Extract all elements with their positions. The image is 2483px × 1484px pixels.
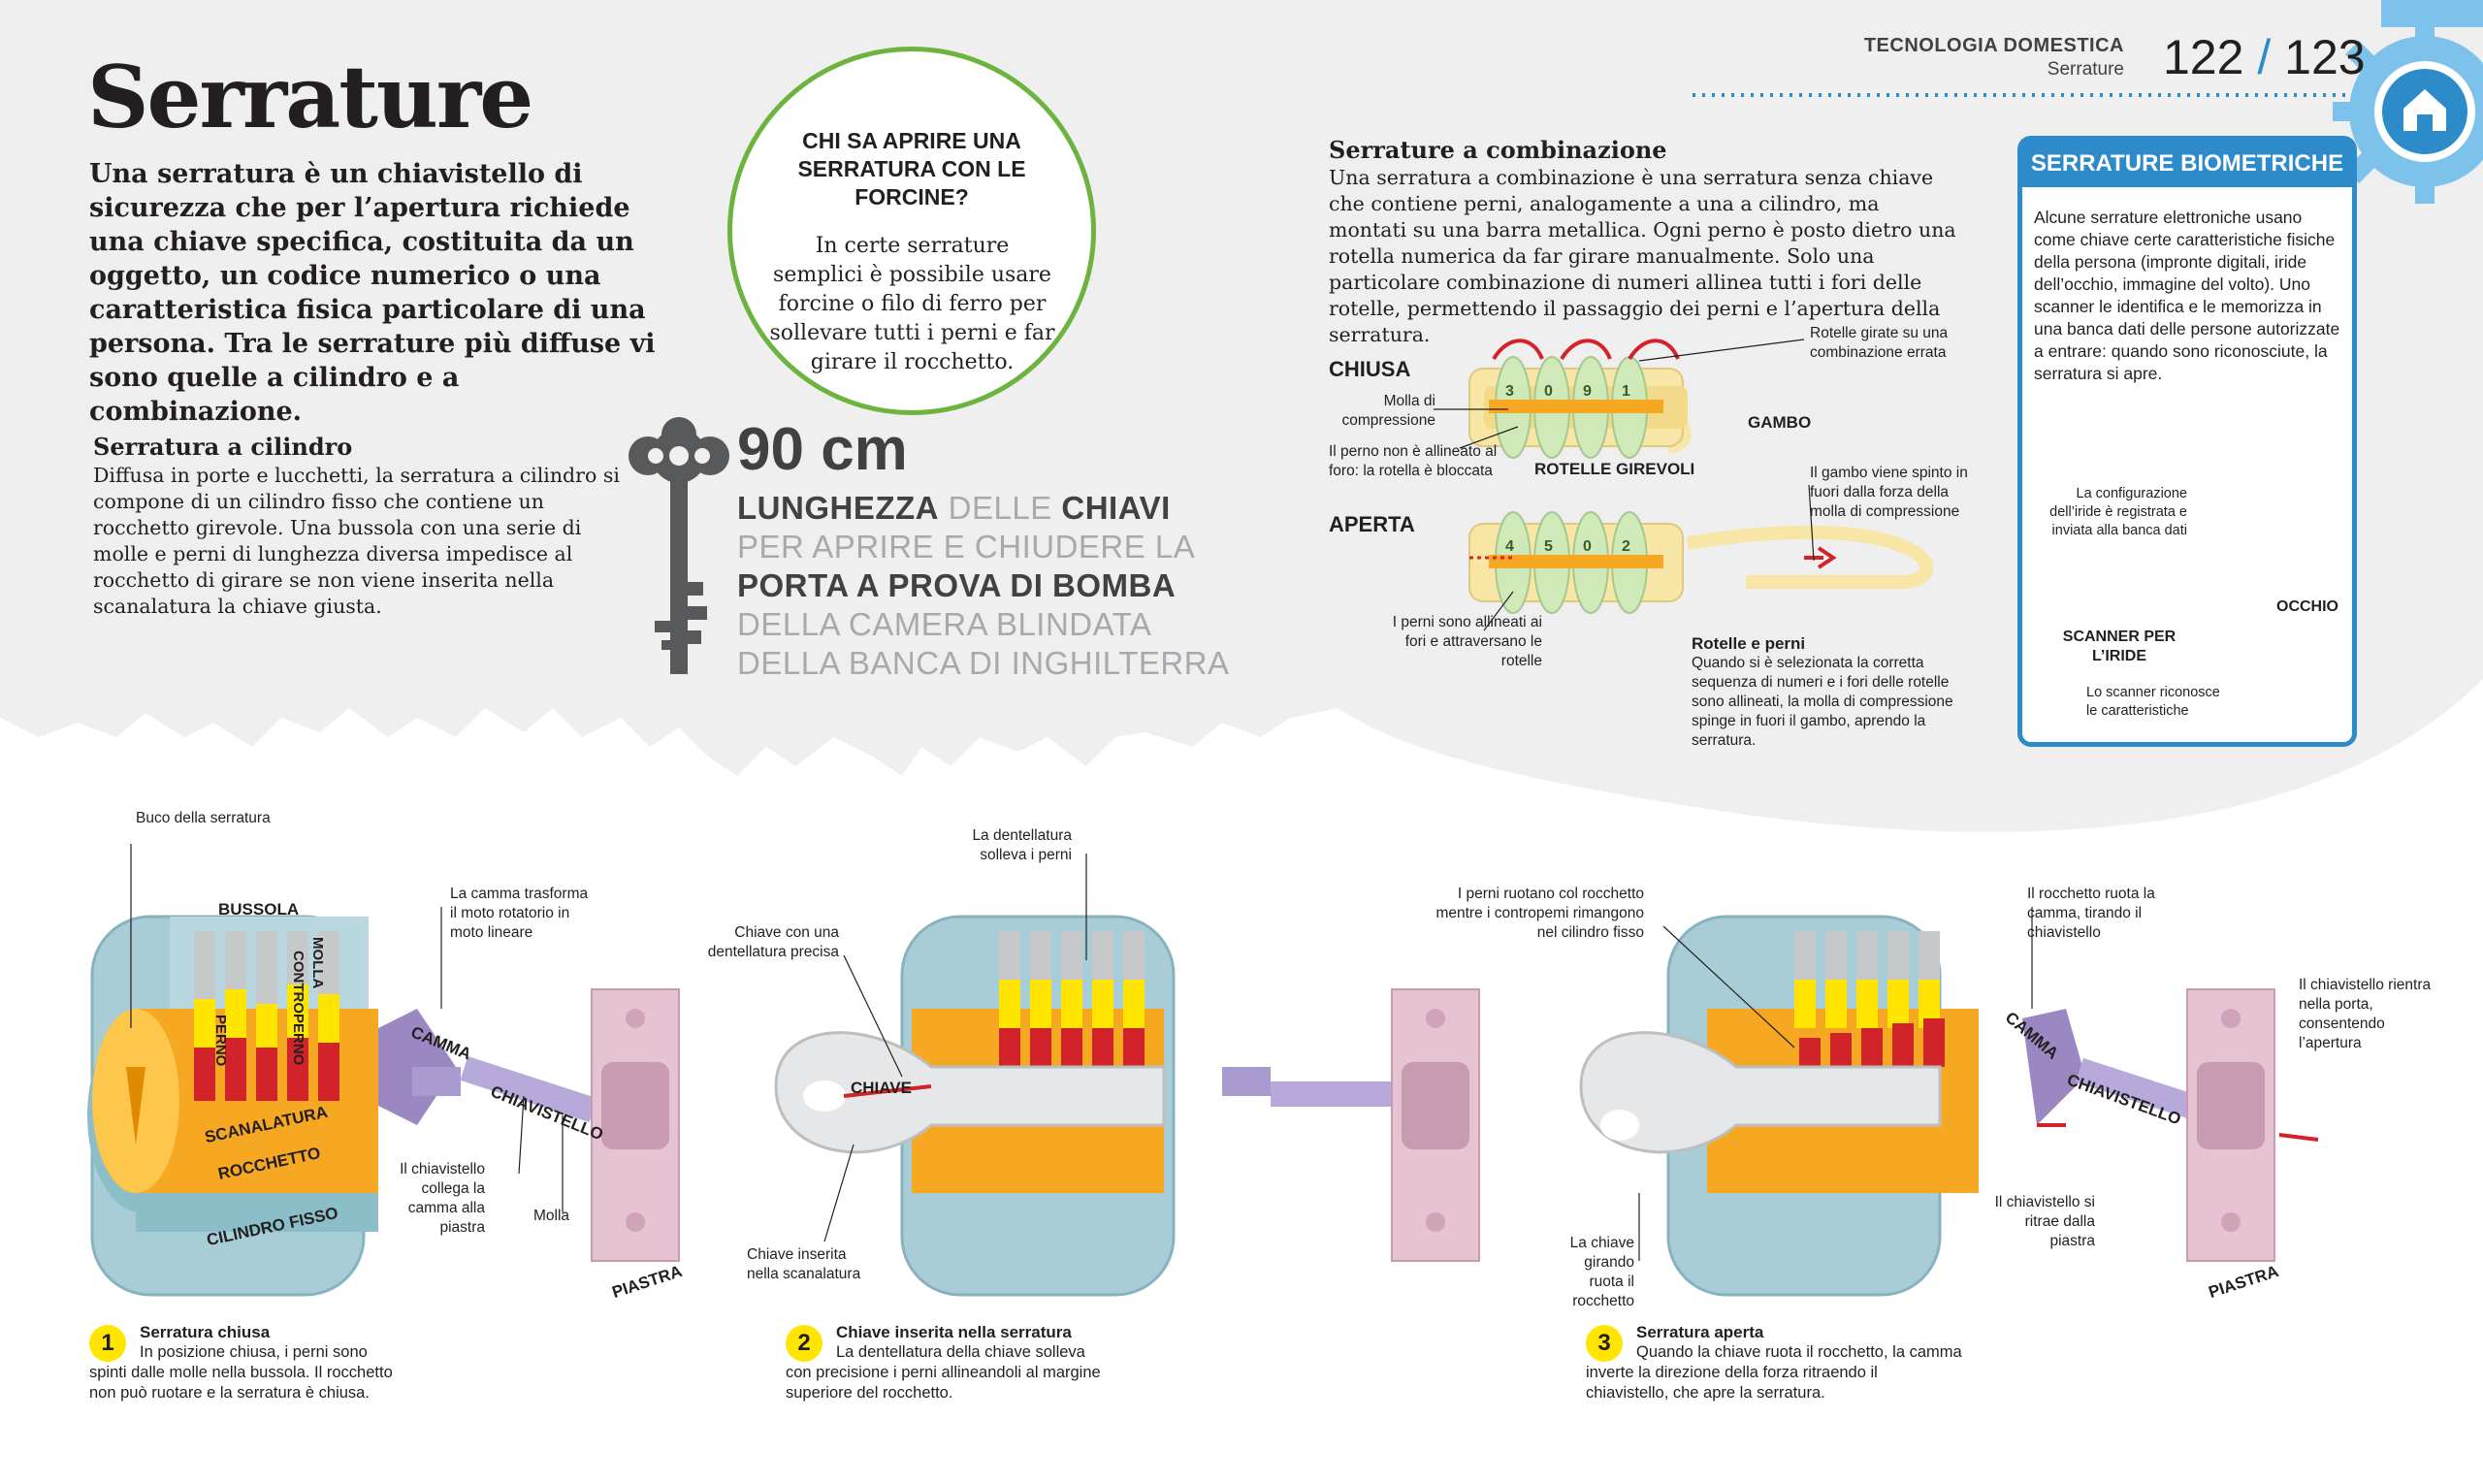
- dial-number: 0: [1544, 383, 1553, 400]
- page-numbers: 122 / 123: [2163, 29, 2366, 85]
- keyhole-label: Buco della serratura: [136, 810, 271, 826]
- caption-2: Chiave inserita nella serratura La dente…: [786, 1323, 1115, 1403]
- camma-note: La camma trasforma il moto rotatorio in …: [450, 886, 589, 941]
- chiavistello-note: Il chiavistello collega la camma alla pi…: [400, 1161, 485, 1236]
- wheels-pins-heading: Rotelle e perni: [1692, 634, 1806, 653]
- closed-label: CHIUSA: [1329, 357, 1411, 381]
- key-turning-note: La chiave girando ruota il rocchetto: [1569, 1235, 1634, 1309]
- stat-line-2: PER APRIRE E CHIUDERE LA: [737, 529, 1196, 565]
- open-label: APERTA: [1329, 512, 1415, 536]
- stat-line-4: DELLA CAMERA BLINDATA: [737, 606, 1152, 642]
- stat-description: LUNGHEZZA DELLE CHIAVI PER APRIRE E CHIU…: [737, 489, 1242, 683]
- section-name: TECNOLOGIA DOMESTICA: [1863, 35, 2124, 56]
- aligned-label: I perni sono allineati ai fori e attrave…: [1392, 614, 1542, 669]
- spring-label: Molla di compressione: [1341, 393, 1436, 429]
- intro-paragraph: Una serratura è un chiavistello di sicur…: [89, 159, 656, 427]
- cylinder-text: Diffusa in porte e lucchetti, la serratu…: [93, 464, 620, 618]
- hairpin-text: In certe serrature semplici è possibile …: [769, 234, 1055, 374]
- caption-1: Serratura chiusa In posizione chiusa, i …: [89, 1323, 400, 1403]
- stat-line-3: PORTA A PROVA DI BOMBA: [737, 567, 1177, 603]
- biometric-text: Alcune serrature elettroniche usano come…: [2034, 208, 2340, 383]
- recognize-label: Lo scanner riconosce le caratteristiche: [2086, 685, 2220, 719]
- running-head: TECNOLOGIA DOMESTICA Serrature: [1843, 35, 2124, 81]
- biometric-panel: SERRATURE BIOMETRICHE Alcune serrature e…: [2017, 136, 2357, 747]
- dial-number: 1: [1622, 383, 1630, 400]
- combination-lock-open: [1468, 511, 1934, 614]
- caption-3-title: Serratura aperta: [1636, 1323, 1764, 1341]
- dial-number: 3: [1505, 383, 1514, 400]
- key-note: Chiave con una dentellatura precisa: [707, 924, 839, 960]
- caption-2-text: La dentellatura della chiave solleva con…: [786, 1343, 1101, 1402]
- dial-number: 4: [1505, 538, 1514, 555]
- dial-number: 9: [1583, 383, 1592, 400]
- combination-lock-closed: [1468, 339, 1692, 459]
- pins-rotate-note: I perni ruotano col rocchetto mentre i c…: [1435, 886, 1644, 941]
- biometric-heading: SERRATURE BIOMETRICHE: [2022, 141, 2352, 187]
- dial-number: 2: [1622, 538, 1630, 555]
- bolt-withdraws-note: Il chiavistello si ritrae dalla piastra: [1994, 1194, 2095, 1249]
- caption-1-title: Serratura chiusa: [140, 1323, 271, 1341]
- wheels-label: ROTELLE GIREVOLI: [1534, 460, 1695, 478]
- bussola-label: BUSSOLA: [218, 900, 300, 919]
- cam-rotate-note: Il rocchetto ruota la camma, tirando il …: [2027, 886, 2155, 941]
- page-separator: /: [2257, 30, 2272, 84]
- caption-2-title: Chiave inserita nella serratura: [836, 1323, 1072, 1341]
- perno-label: PERNO: [212, 1015, 229, 1067]
- gray-background: [0, 0, 2483, 832]
- cylinder-lock-open: [1579, 915, 2319, 1297]
- chiave-label: CHIAVE: [851, 1079, 912, 1097]
- dial-number: 5: [1544, 538, 1553, 555]
- stat-line-5: DELLA BANCA DI INGHILTERRA: [737, 645, 1230, 681]
- page-left: 122: [2163, 30, 2244, 84]
- key-icon: [629, 417, 729, 674]
- wheels-pins-note: Rotelle e perni Quando si è selezionata …: [1692, 634, 1963, 751]
- gear-icon: [2333, 0, 2483, 204]
- misaligned-label: Il perno non è allineato al foro: la rot…: [1329, 443, 1498, 479]
- wheels-pins-text: Quando si è selezionata la corretta sequ…: [1692, 655, 1953, 749]
- combination-heading: Serrature a combinazione: [1329, 136, 1667, 164]
- hairpin-heading: CHI SA APRIRE UNA SERRATURA CON LE FORCI…: [797, 128, 1026, 210]
- cylinder-lock-closed: [87, 915, 680, 1297]
- bolt-retracts-note: Il chiavistello rientra nella porta, con…: [2299, 977, 2432, 1051]
- cylinder-lock-key-inserted: [774, 915, 1480, 1297]
- stat-value: 90 cm: [737, 416, 908, 483]
- subsection-name: Serrature: [2047, 59, 2124, 80]
- stat-word-length: LUNGHEZZA: [737, 490, 939, 526]
- step-number-2: 2: [786, 1325, 822, 1362]
- cylinder-heading: Serratura a cilindro: [93, 433, 353, 461]
- dial-number: 0: [1583, 538, 1592, 555]
- wrong-combo-label: Rotelle girate su una combinazione errat…: [1810, 325, 1949, 361]
- step-number-1: 1: [89, 1325, 126, 1362]
- stat-word-keys: CHIAVI: [1061, 490, 1171, 526]
- hairpin-callout: CHI SA APRIRE UNA SERRATURA CON LE FORCI…: [727, 47, 1096, 415]
- page-right: 123: [2284, 30, 2366, 84]
- iris-config-label: La configurazione dell’iride è registrat…: [2049, 486, 2187, 538]
- teeth-note: La dentellatura solleva i perni: [972, 827, 1072, 863]
- pushed-label: Il gambo viene spinto in fuori dalla for…: [1810, 465, 1968, 520]
- caption-3: Serratura aperta Quando la chiave ruota …: [1586, 1323, 1964, 1403]
- shank-label: GAMBO: [1748, 413, 1812, 432]
- molla-note: Molla: [533, 1208, 570, 1224]
- combination-text: Una serratura a combinazione è una serra…: [1329, 166, 1956, 346]
- page-title: Serrature: [87, 47, 533, 147]
- scanner-label: SCANNER PER L’IRIDE: [2062, 629, 2177, 664]
- stat-word-of: DELLE: [948, 490, 1052, 526]
- eye-label: OCCHIO: [2276, 598, 2338, 615]
- controperno-label: CONTROPERNO: [290, 951, 306, 1066]
- molla-label: MOLLA: [309, 937, 326, 989]
- caption-3-text: Quando la chiave ruota il rocchetto, la …: [1586, 1343, 1962, 1402]
- caption-1-text: In posizione chiusa, i perni sono spinti…: [89, 1343, 393, 1402]
- step-number-3: 3: [1586, 1325, 1623, 1362]
- inserted-note: Chiave inserita nella scanalatura: [747, 1246, 861, 1282]
